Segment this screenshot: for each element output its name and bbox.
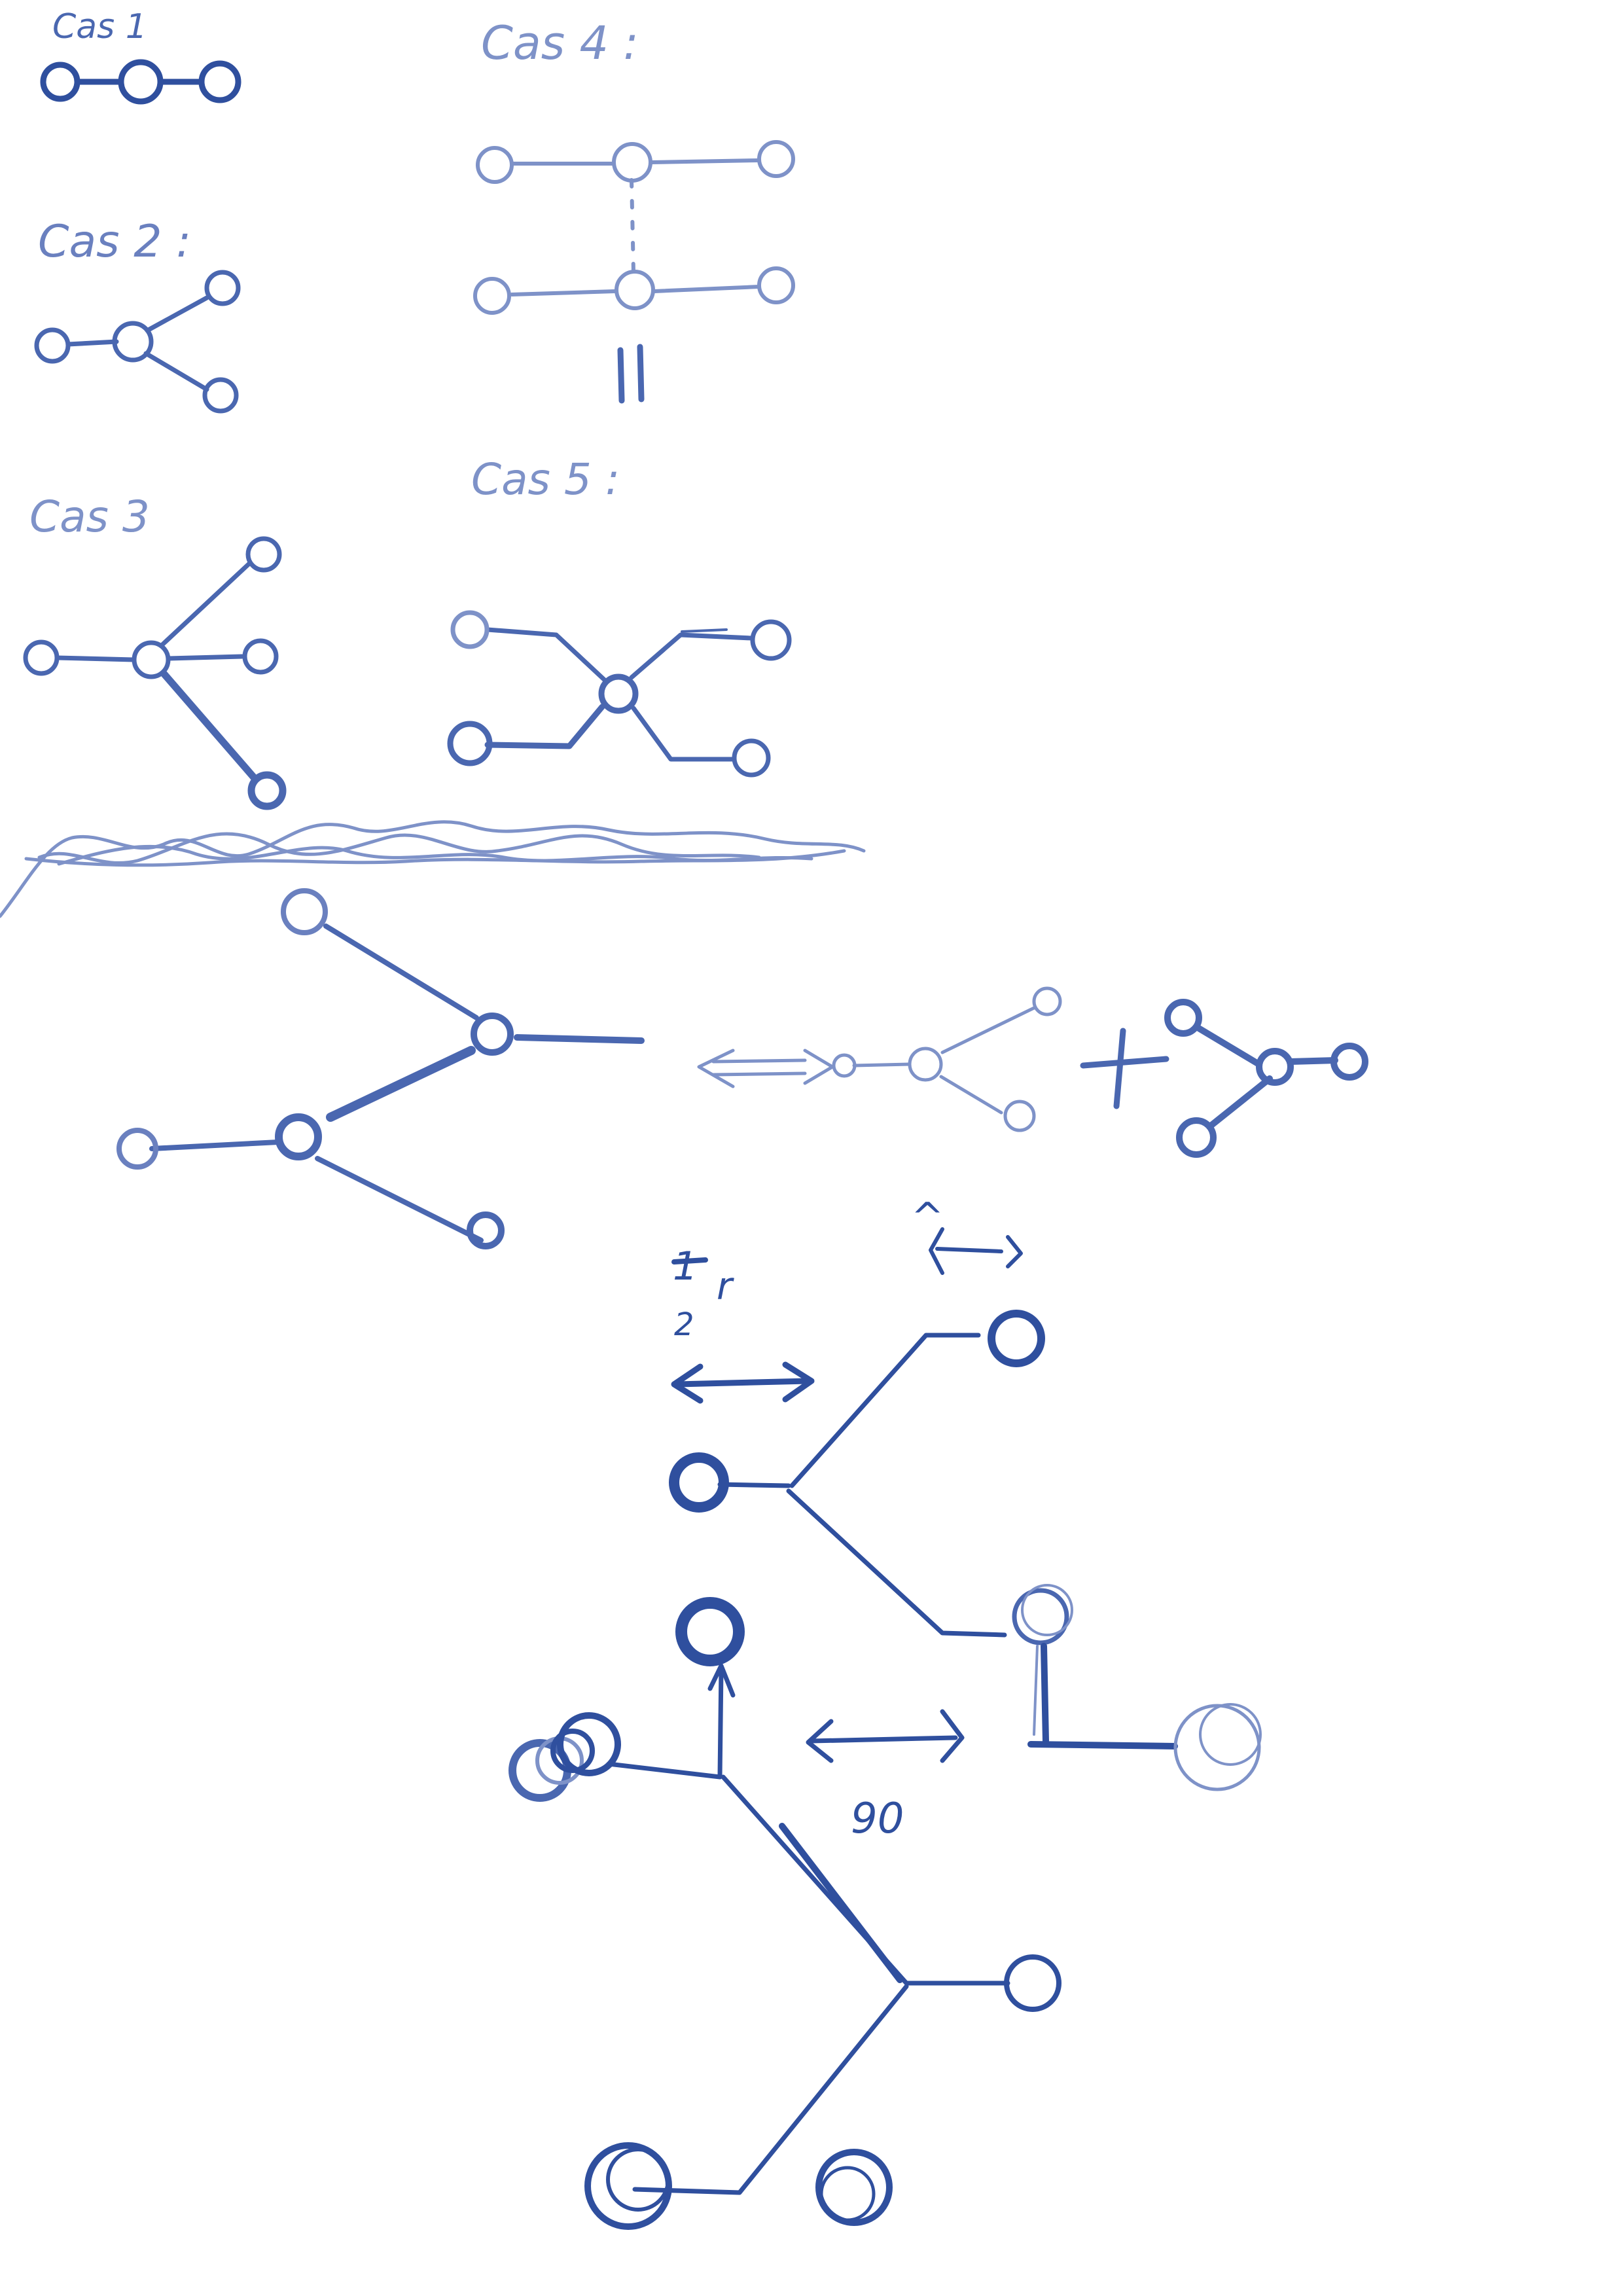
large-molecule	[116, 888, 645, 1249]
case-1-molecule	[40, 59, 241, 105]
half-r-denominator: 2	[674, 1306, 694, 1343]
node	[471, 1013, 514, 1056]
case-4: Cas 4 :	[473, 16, 795, 404]
node	[1012, 1588, 1069, 1645]
node	[40, 62, 80, 102]
case-1-label: Cas 1	[52, 7, 147, 46]
node	[757, 266, 795, 304]
case-1: Cas 1	[40, 7, 241, 105]
case-2-molecule	[34, 270, 241, 414]
half-r-symbol: r	[717, 1264, 734, 1308]
node	[275, 1113, 322, 1160]
node	[204, 270, 241, 306]
node	[669, 1452, 729, 1513]
node	[815, 2149, 893, 2226]
node	[988, 1310, 1045, 1367]
node	[118, 59, 164, 105]
case-5-label: Cas 5 :	[471, 454, 620, 505]
node	[612, 142, 652, 183]
node	[1003, 1100, 1036, 1132]
node	[1021, 1584, 1073, 1636]
node	[1330, 1043, 1368, 1081]
case-5: Cas 5 :	[447, 454, 792, 778]
fragment-a	[832, 986, 1062, 1132]
case-2: Cas 2 :	[34, 216, 241, 414]
node	[550, 1729, 595, 1773]
annotated-molecule	[669, 1310, 1262, 1791]
node	[34, 327, 71, 364]
node	[819, 2166, 876, 2222]
scribble-separator	[0, 820, 866, 918]
node	[23, 639, 60, 676]
node	[1004, 1954, 1061, 2012]
case-2-label: Cas 2 :	[38, 216, 191, 268]
node	[245, 536, 282, 573]
case-4-molecule	[473, 140, 795, 315]
node	[908, 1047, 943, 1082]
node	[281, 888, 328, 935]
half-r-double-arrow	[671, 1361, 815, 1404]
node	[1256, 1048, 1294, 1086]
node	[1173, 1704, 1261, 1791]
equivalence-arrow	[697, 1049, 834, 1088]
equals-sign	[617, 344, 645, 404]
bottom-molecule	[508, 1597, 1061, 2230]
node	[675, 1597, 745, 1666]
node	[598, 673, 639, 714]
angle-90-annotation: 90	[806, 1709, 965, 1843]
node	[467, 1211, 505, 1249]
node	[832, 1053, 857, 1078]
node	[202, 377, 239, 414]
node	[557, 1712, 621, 1776]
case-5-molecule	[447, 610, 792, 778]
node	[1164, 999, 1202, 1037]
node	[476, 146, 514, 184]
node	[473, 277, 511, 315]
node	[447, 721, 493, 766]
half-r-annotation: 1 2 r	[671, 1244, 734, 1343]
node	[615, 270, 655, 310]
fragment-b	[1164, 999, 1368, 1158]
case-3-label: Cas 3	[29, 492, 150, 542]
node	[732, 738, 771, 778]
node	[1199, 1703, 1262, 1766]
node	[750, 619, 792, 661]
angle-annotation: ^	[911, 1194, 1023, 1275]
angle-90-label: 90	[851, 1795, 904, 1843]
node	[1176, 1117, 1217, 1158]
case-4-label: Cas 4 :	[481, 16, 639, 70]
plus-sign	[1080, 1028, 1169, 1109]
case-3: Cas 3	[23, 492, 287, 810]
node	[247, 771, 287, 810]
node	[198, 60, 241, 103]
half-r-numerator: 1	[673, 1244, 698, 1289]
node	[606, 2147, 670, 2212]
node	[242, 638, 279, 675]
node	[757, 140, 795, 178]
case-3-molecule	[23, 536, 287, 810]
node	[112, 321, 154, 363]
node	[116, 1128, 158, 1170]
node	[1032, 986, 1062, 1016]
node	[450, 610, 490, 649]
node	[132, 640, 171, 679]
